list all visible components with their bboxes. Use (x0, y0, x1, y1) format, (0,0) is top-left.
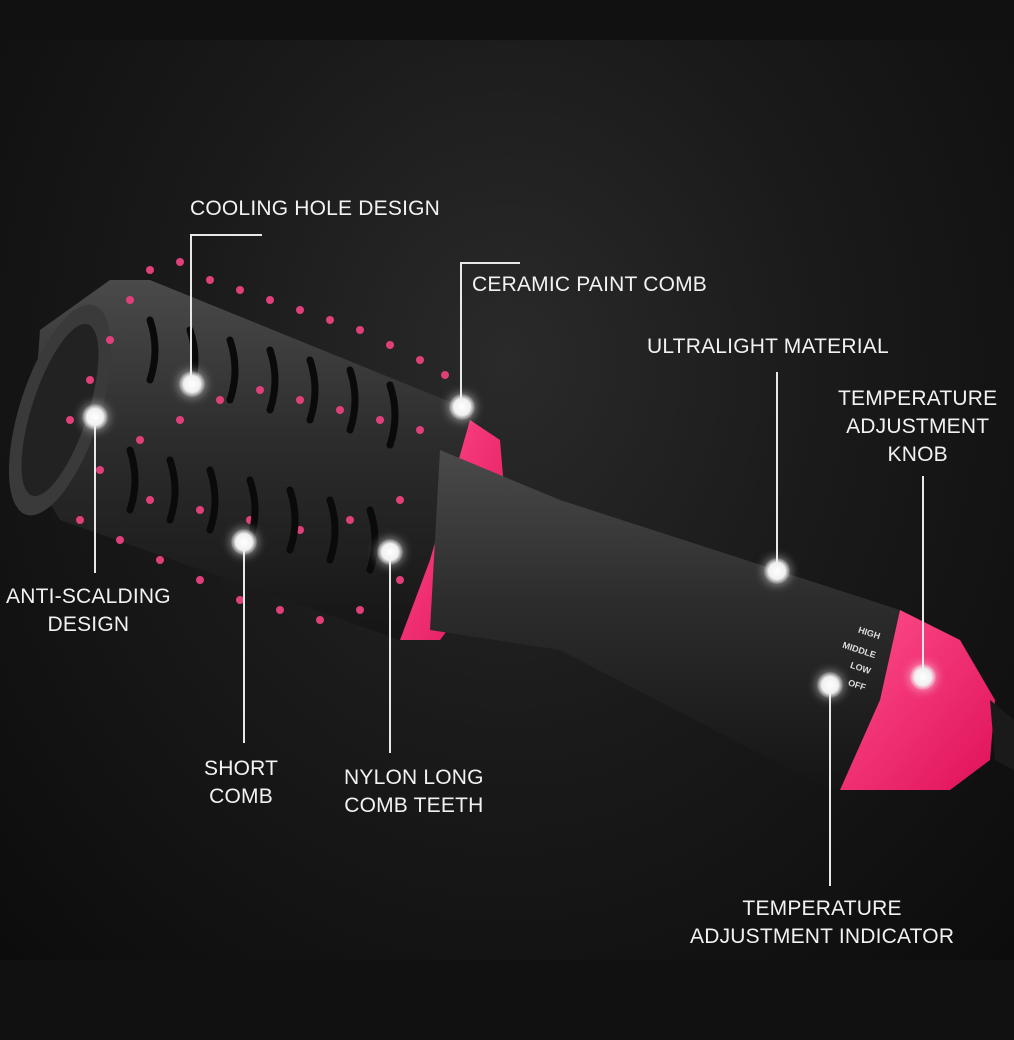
callout-line: ADJUSTMENT INDICATOR (690, 925, 955, 948)
callout-line: NYLON LONG (344, 766, 484, 789)
leader-line (460, 262, 462, 407)
hotspot-dot (231, 529, 257, 555)
callout-line: DESIGN (47, 613, 130, 636)
hotspot-dot (817, 672, 843, 698)
leader-line (776, 372, 778, 570)
callout-anti-scalding-design: ANTI-SCALDING DESIGN (6, 583, 171, 639)
callout-nylon-long-comb-teeth: NYLON LONG COMB TEETH (344, 764, 484, 820)
leader-line (922, 476, 924, 676)
brush-barrel (8, 280, 480, 640)
callout-short-comb: SHORT COMB (204, 755, 278, 811)
callout-line: KNOB (887, 443, 948, 466)
hotspot-dot (449, 394, 475, 420)
leader-line (190, 234, 262, 236)
callout-temperature-adjustment-knob: TEMPERATURE ADJUSTMENT KNOB (838, 385, 997, 469)
callout-temperature-adjustment-indicator: TEMPERATURE ADJUSTMENT INDICATOR (690, 895, 954, 951)
callout-line: ANTI-SCALDING (6, 585, 171, 608)
callout-line: SHORT (204, 757, 279, 780)
hotspot-dot (910, 664, 936, 690)
callout-cooling-hole-design: COOLING HOLE DESIGN (190, 197, 441, 220)
leader-line (190, 234, 192, 384)
leader-line (94, 418, 96, 573)
bristles (66, 258, 449, 624)
callout-line: COMB TEETH (344, 794, 484, 817)
leader-line (460, 262, 520, 264)
callout-ceramic-paint-comb: CERAMIC PAINT COMB (472, 273, 708, 296)
hotspot-dot (82, 404, 108, 430)
leader-line (389, 553, 391, 753)
leader-line (243, 543, 245, 743)
hotspot-dot (179, 371, 205, 397)
leader-line (829, 686, 831, 886)
callout-ultralight-material: ULTRALIGHT MATERIAL (647, 335, 889, 358)
hotspot-dot (764, 558, 790, 584)
hotspot-dot (377, 539, 403, 565)
callout-line: ADJUSTMENT (846, 415, 990, 438)
callout-line: TEMPERATURE (838, 387, 998, 410)
callout-line: COMB (209, 785, 273, 808)
callout-line: TEMPERATURE (742, 897, 902, 920)
